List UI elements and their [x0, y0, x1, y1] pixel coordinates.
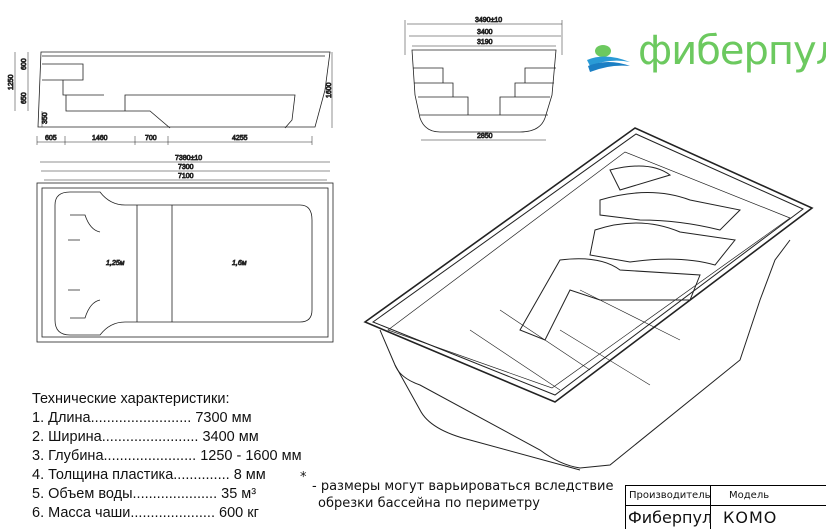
header-manufacturer: Производитель — [626, 486, 711, 506]
footnote-line-2: обрезки бассейна по периметру — [318, 496, 540, 511]
dim-4255: 4255 — [232, 135, 248, 142]
dim-650: 650 — [21, 92, 28, 104]
dim-1250: 1250 — [8, 74, 15, 90]
dim-600: 600 — [21, 58, 28, 70]
specs-title: Технические характеристики: — [32, 391, 230, 407]
dim-1460: 1460 — [92, 135, 108, 142]
dim-1600: 1600 — [326, 82, 333, 98]
depth-label-shallow: 1,25м — [106, 260, 125, 267]
spec-volume: 5. Объем воды..................... 35 м³ — [32, 486, 257, 502]
depth-label-deep: 1,6м — [232, 260, 247, 267]
title-block: Производитель Модель Фиберпул КОМО — [625, 485, 826, 529]
dim-7100: 7100 — [178, 173, 194, 180]
manufacturer-value: Фиберпул — [626, 506, 712, 529]
dim-7300: 7300 — [178, 164, 194, 171]
logo-icon — [587, 45, 630, 72]
top-view: 7380±10 7300 7100 1,25м 1,6м — [36, 155, 334, 343]
dim-700: 700 — [145, 135, 157, 142]
dim-3400: 3400 — [477, 29, 493, 36]
model-value: КОМО — [723, 508, 778, 527]
logo-text: фиберпулс — [638, 28, 826, 74]
header-model: Модель — [711, 486, 826, 506]
spec-depth: 3. Глубина....................... 1250 -… — [32, 448, 302, 464]
side-view: 1250 600 650 350 1600 605 1460 700 4255 — [8, 51, 333, 145]
dim-605: 605 — [45, 135, 57, 142]
footnote-line-1: - размеры могут варьироваться вследствие — [312, 479, 614, 494]
dim-7380: 7380±10 — [175, 155, 202, 162]
dim-350: 350 — [42, 112, 49, 124]
footnote: - размеры могут варьироваться вследствие… — [312, 478, 614, 512]
spec-thickness: 4. Толщина пластика.............. 8 мм — [32, 467, 266, 483]
dim-2850: 2850 — [477, 133, 493, 140]
footnote-star: * — [300, 470, 307, 485]
end-view: 3490±10 3400 3190 2850 — [404, 17, 563, 140]
spec-length: 1. Длина......................... 7300 м… — [32, 410, 252, 426]
spec-width: 2. Ширина........................ 3400 м… — [32, 429, 259, 445]
dim-3190: 3190 — [477, 39, 493, 46]
specifications: Технические характеристики: 1. Длина....… — [32, 390, 302, 523]
dim-3490: 3490±10 — [475, 17, 502, 24]
spec-weight: 6. Масса чаши..................... 600 к… — [32, 505, 259, 521]
isometric-view — [363, 127, 814, 471]
